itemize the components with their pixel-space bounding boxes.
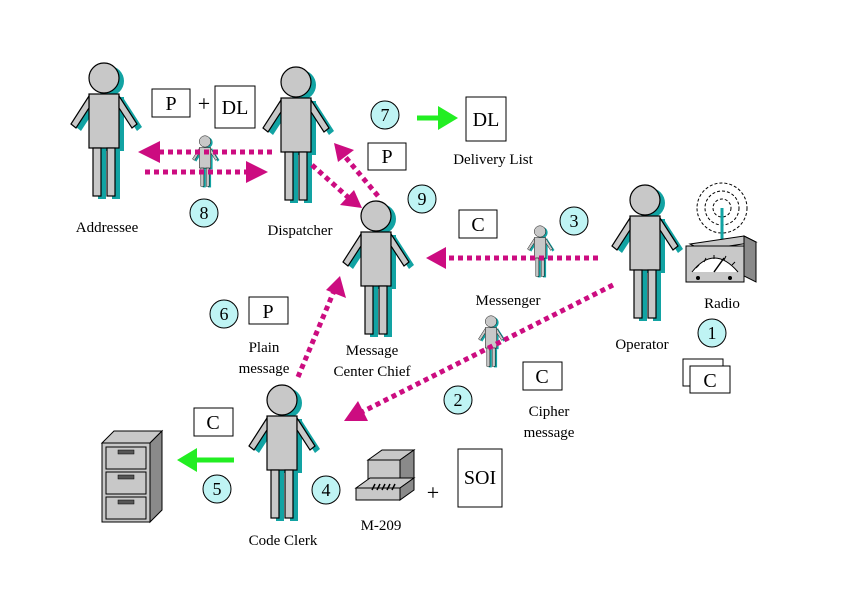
dl-box-delivery-label: DL <box>473 109 500 131</box>
messenger-figure <box>527 225 555 278</box>
dl-box-delivery <box>465 96 507 142</box>
code-clerk-figure <box>248 384 321 522</box>
p-box-plain <box>248 296 289 325</box>
step-7-label: 7 <box>381 105 390 125</box>
operator-figure <box>611 184 684 322</box>
arrow-operator-to-code-clerk <box>360 282 615 415</box>
m209-label: M-209 <box>361 518 402 534</box>
code-clerk-label: Code Clerk <box>249 533 318 549</box>
p-box-dispatcher <box>367 142 407 171</box>
operator-label: Operator <box>615 337 668 353</box>
step-8-label: 8 <box>200 203 209 223</box>
m209-machine-icon <box>354 449 416 501</box>
dispatcher-label: Dispatcher <box>268 223 333 239</box>
runner-figure <box>192 135 220 188</box>
step-7-circle <box>370 100 400 130</box>
file-cabinet-icon <box>100 429 164 524</box>
soi-box-label: SOI <box>464 467 496 489</box>
step-3-circle <box>559 206 589 236</box>
p-box-dispatcher-label: P <box>381 146 392 168</box>
c-box-code-clerk <box>193 407 234 437</box>
message-center-chief-label-line1: Message <box>346 343 399 359</box>
step-5-label: 5 <box>213 479 222 499</box>
c-box-operator-label: C <box>703 370 716 392</box>
dispatcher-figure <box>262 66 335 204</box>
addressee-label: Addressee <box>76 220 139 236</box>
plain-message-label-line1: Plain <box>249 340 280 356</box>
c-box-messenger-label: C <box>471 214 484 236</box>
arrow-code-clerk-to-chief <box>295 290 337 378</box>
arrow-chief-to-dispatcher <box>340 151 380 198</box>
c-box-cipher <box>522 361 563 391</box>
c-box-cipher-label: C <box>535 366 548 388</box>
p-box-top <box>151 88 191 118</box>
step-9-circle <box>407 184 437 214</box>
step-8-circle <box>189 198 219 228</box>
cipher-courier-figure <box>478 315 506 368</box>
delivery-list-label: Delivery List <box>453 152 533 168</box>
radio-icon <box>685 182 758 283</box>
step-3-label: 3 <box>570 211 579 231</box>
c-box-operator <box>689 365 731 394</box>
plus-sign-bottom: + <box>427 480 439 505</box>
step-1-circle <box>697 318 727 348</box>
p-box-top-label: P <box>165 93 176 115</box>
step-1-label: 1 <box>708 323 717 343</box>
p-box-plain-label: P <box>262 301 273 323</box>
step-6-label: 6 <box>220 304 229 324</box>
arrow-dispatcher-to-chief <box>310 163 352 201</box>
step-2-circle <box>443 385 473 415</box>
radio-label: Radio <box>704 296 740 312</box>
step-4-label: 4 <box>322 480 331 500</box>
step-2-label: 2 <box>454 390 463 410</box>
step-5-circle <box>202 474 232 504</box>
plus-sign-top: + <box>198 91 210 116</box>
step-6-circle <box>209 299 239 329</box>
cipher-message-label-line2: message <box>524 425 575 441</box>
message-center-chief-figure <box>342 200 415 338</box>
plain-message-label-line2: message <box>239 361 290 377</box>
step-9-label: 9 <box>418 189 427 209</box>
step-4-circle <box>311 475 341 505</box>
addressee-figure <box>70 62 143 200</box>
c-box-messenger <box>458 209 498 239</box>
c-box-code-clerk-label: C <box>206 412 219 434</box>
dl-box-top <box>214 85 256 129</box>
cipher-message-label-line1: Cipher <box>529 404 570 420</box>
messenger-label: Messenger <box>476 293 541 309</box>
dl-box-top-label: DL <box>222 97 249 119</box>
soi-box <box>457 448 503 508</box>
message-center-chief-label-line2: Center Chief <box>333 364 410 380</box>
